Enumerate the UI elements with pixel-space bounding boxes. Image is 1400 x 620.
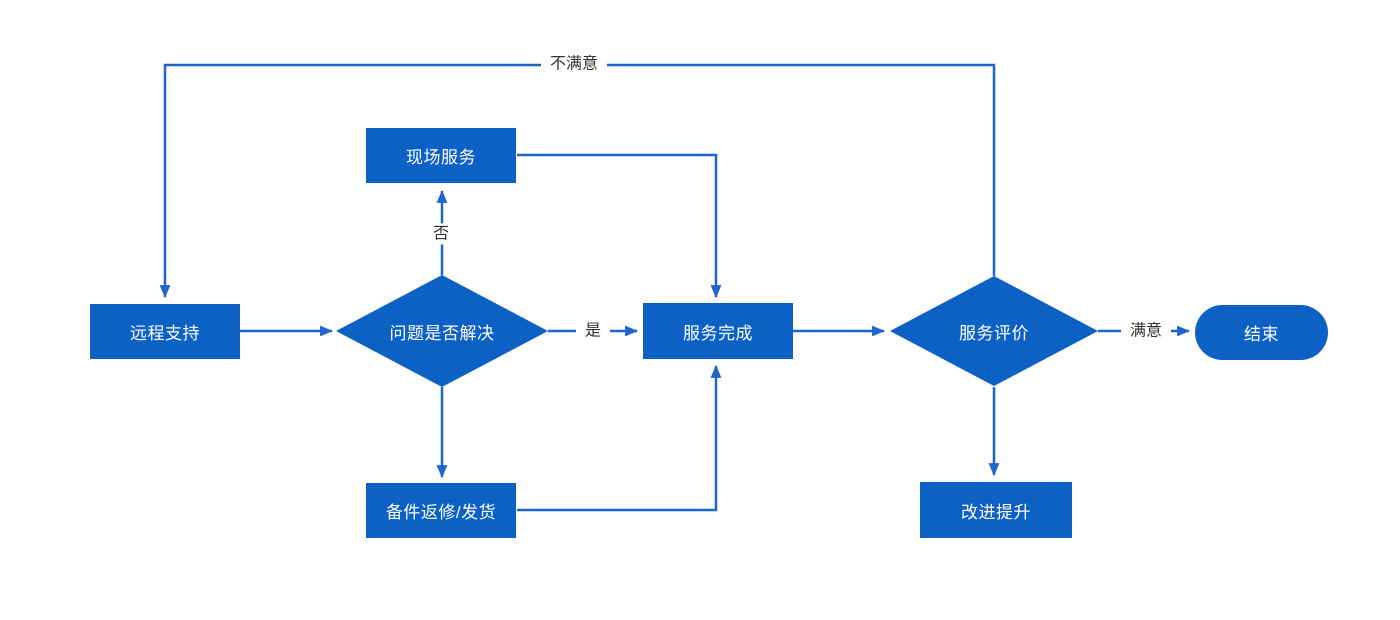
edge-onsite-to-complete xyxy=(517,153,722,299)
node-spare-parts: 备件返修/发货 xyxy=(366,483,516,538)
edge-spareparts-to-complete xyxy=(517,364,722,512)
node-problem-solved-label: 问题是否解决 xyxy=(389,323,495,343)
node-service-evaluation-decision: 服务评价 xyxy=(890,276,1098,386)
node-onsite-service-label: 现场服务 xyxy=(406,148,476,167)
edge-evaluation-to-remote xyxy=(159,63,996,299)
edge-label-no: 否 xyxy=(423,223,459,245)
edge-label-satisfied: 满意 xyxy=(1120,320,1172,342)
edge-label-not-satisfied: 不满意 xyxy=(540,53,608,75)
node-improvement: 改进提升 xyxy=(920,482,1072,538)
edge-label-yes: 是 xyxy=(575,320,611,342)
node-spare-parts-label: 备件返修/发货 xyxy=(385,503,497,522)
node-service-complete-label: 服务完成 xyxy=(683,323,753,343)
node-end-label: 结束 xyxy=(1244,325,1279,344)
node-service-evaluation-label: 服务评价 xyxy=(959,323,1029,343)
node-service-complete: 服务完成 xyxy=(643,303,793,359)
node-problem-solved-decision: 问题是否解决 xyxy=(336,275,548,387)
node-onsite-service: 现场服务 xyxy=(366,128,516,183)
node-remote-support-label: 远程支持 xyxy=(130,324,200,343)
node-improvement-label: 改进提升 xyxy=(961,502,1031,522)
node-remote-support: 远程支持 xyxy=(90,304,240,359)
node-end: 结束 xyxy=(1195,305,1328,360)
